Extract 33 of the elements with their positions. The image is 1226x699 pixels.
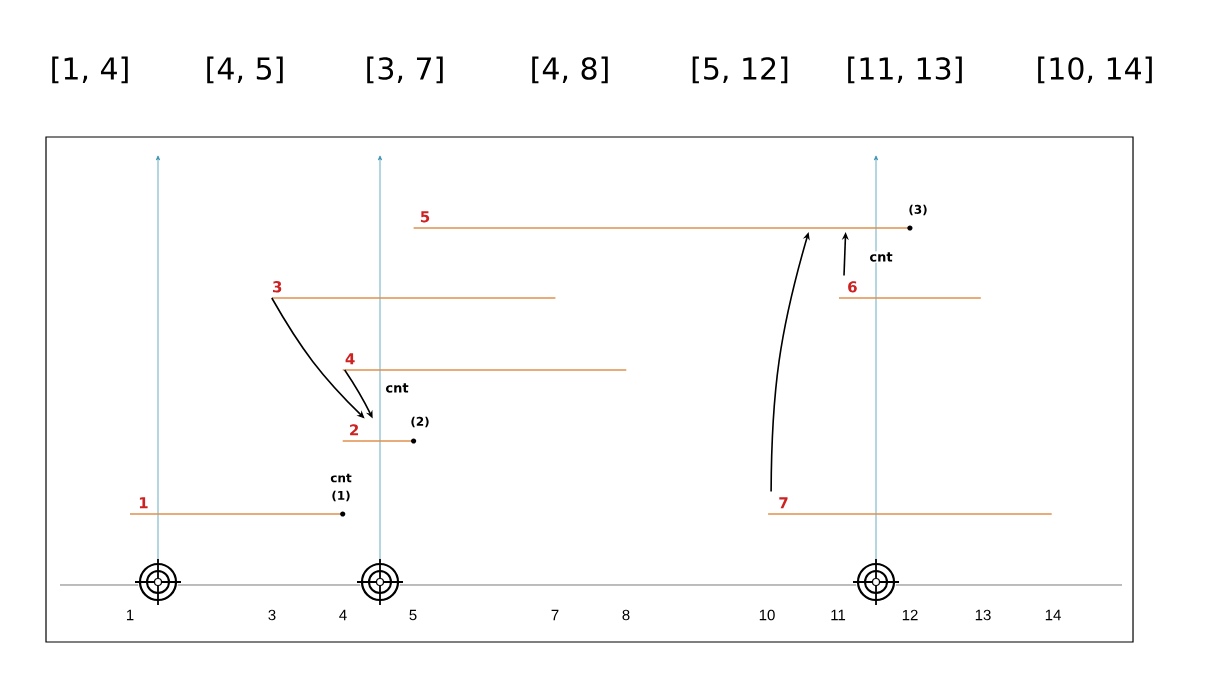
tick-label: 3	[268, 609, 276, 621]
interval-text: [5, 12]	[692, 56, 788, 84]
interval-text: [3, 7]	[367, 56, 443, 84]
node-label: 2	[350, 424, 359, 436]
interval-segment: 6	[838, 281, 982, 299]
tick-label: 7	[551, 609, 559, 621]
tick-label: 8	[622, 609, 630, 621]
arrow	[770, 232, 810, 493]
tick-label: 14	[1045, 609, 1061, 621]
tick-label: 13	[975, 609, 991, 621]
node-label: 5	[420, 211, 430, 223]
tick-label: 4	[339, 609, 347, 621]
interval-text: [4, 5]	[207, 56, 283, 84]
interval-segment: 7	[767, 497, 1053, 515]
interval-text: [4, 8]	[532, 56, 608, 84]
count-note: cnt	[330, 473, 352, 483]
count-note: (2)	[411, 416, 429, 428]
count-note: (3)	[909, 204, 927, 216]
node-label: 1	[139, 497, 148, 509]
edge-label: cnt	[384, 382, 410, 394]
interval-text: [1, 4]	[52, 56, 128, 84]
interval-segment: 4	[342, 353, 627, 371]
tick-label: 1	[127, 609, 134, 621]
arrow	[271, 297, 365, 419]
tick-label: 11	[831, 609, 846, 621]
tick-label: 10	[759, 609, 775, 621]
interval-text: [11, 13]	[848, 56, 962, 84]
tick-label: 12	[902, 609, 918, 621]
edge-label: cnt	[868, 251, 894, 263]
tick-label: 5	[409, 609, 417, 621]
count-note: (1)	[332, 490, 350, 502]
interval-text: [10, 14]	[1038, 56, 1152, 84]
interval-segment: 3	[271, 281, 557, 299]
